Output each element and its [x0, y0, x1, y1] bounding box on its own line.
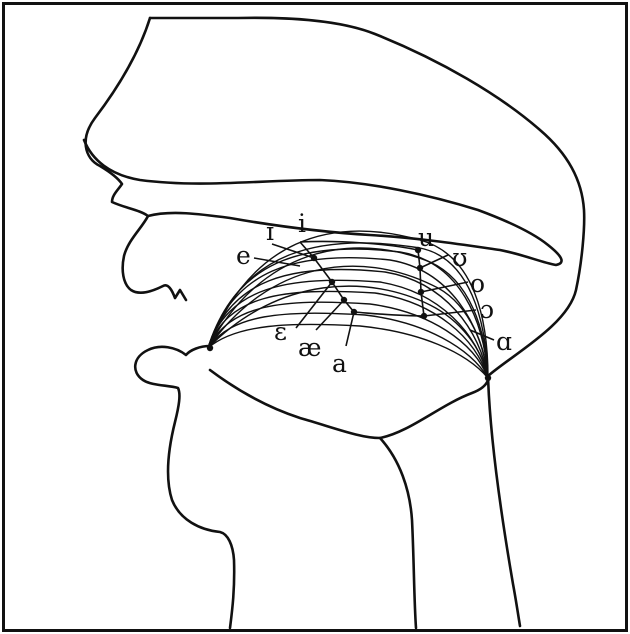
vowel-label-ɔ: ɔ	[480, 295, 494, 324]
nasal-cavity-outline	[150, 18, 584, 626]
vowel-label-æ: æ	[298, 333, 322, 362]
vowel-label-a: a	[332, 349, 347, 378]
head-profile-outline	[86, 18, 186, 300]
vowel-label-ɪ: ɪ	[266, 217, 274, 246]
vowel-label-i: i	[298, 209, 306, 238]
vowel-label-u: u	[418, 223, 434, 252]
vowel-label-e: e	[236, 241, 251, 270]
vowel-label-ɛ: ɛ	[274, 317, 287, 346]
vowel-label-ʊ: ʊ	[452, 243, 468, 272]
mouth-floor-outline	[210, 370, 488, 438]
jaw-and-throat-outline	[135, 346, 234, 628]
vowel-label-o: o	[470, 269, 485, 298]
throat-inner-outline	[380, 438, 416, 628]
vowel-label-ɑ: ɑ	[496, 327, 512, 356]
